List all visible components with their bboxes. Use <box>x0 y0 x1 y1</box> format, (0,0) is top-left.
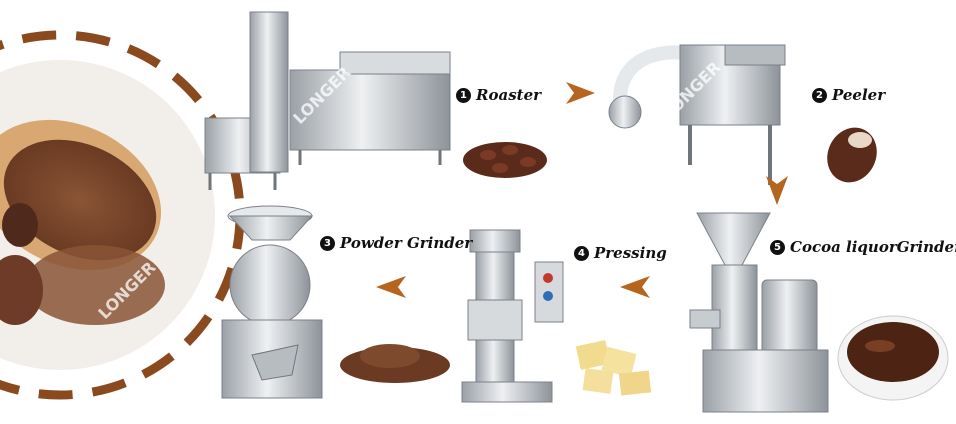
step-label-pressing: 4 Pressing <box>574 244 667 262</box>
peeler-machine-image <box>608 44 786 185</box>
arrow-left-icon <box>620 276 650 298</box>
cocoa-butter-image <box>575 340 652 396</box>
step-number-badge: 3 <box>320 235 335 251</box>
powder-grinder-machine-image <box>221 205 323 399</box>
cocoa-powder-scoop-image <box>0 30 245 400</box>
step-label-cocoa-liquor-grinder: 5 Cocoa liquorGrinder <box>770 238 956 256</box>
step-number-badge: 1 <box>456 87 471 103</box>
step-number-badge: 2 <box>812 87 827 103</box>
step-name: Powder Grinder <box>340 234 473 252</box>
roaster-machine-image <box>204 11 451 190</box>
step-label-powder-grinder: 3 Powder Grinder <box>320 234 472 252</box>
step-label-peeler: 2 Peeler <box>812 86 885 104</box>
arrow-down-icon <box>766 176 788 205</box>
step-number-badge: 5 <box>770 239 785 255</box>
arrow-right-icon <box>566 82 595 104</box>
step-number-badge: 4 <box>574 245 589 261</box>
step-name: Pressing <box>594 244 667 262</box>
step-label-roaster: 1 Roaster <box>456 86 541 104</box>
cocoa-liquor-bowl-image <box>837 315 949 401</box>
oil-press-machine-image <box>461 229 564 403</box>
cocoa-liquor-grinder-image <box>689 212 829 413</box>
step-name: Peeler <box>832 86 886 104</box>
arrow-left-icon <box>376 276 406 298</box>
step-name: Roaster <box>476 86 542 104</box>
cocoa-powder-pile-image <box>340 344 450 383</box>
roasted-beans-image <box>463 142 547 178</box>
peeled-bean-image <box>827 127 877 183</box>
step-name: Cocoa liquorGrinder <box>790 238 956 256</box>
